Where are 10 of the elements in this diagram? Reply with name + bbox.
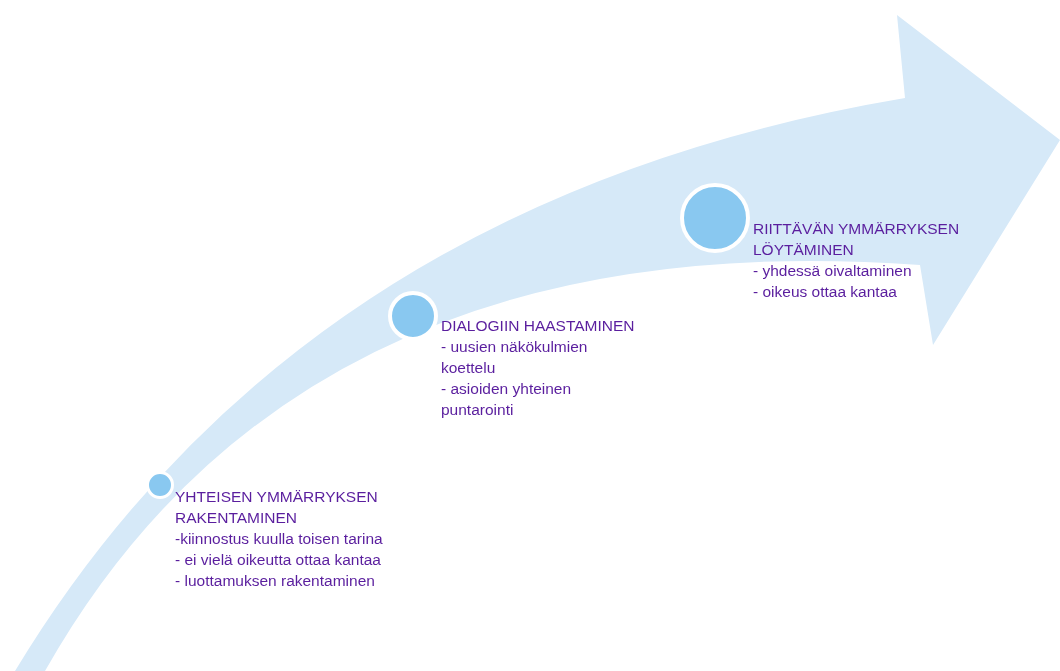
bullet-text: - asioiden yhteinen puntarointi <box>441 379 573 420</box>
bullet-text: - oikeus ottaa kantaa <box>753 282 898 302</box>
bullet-text: -kiinnostus kuulla toisen tarina <box>175 529 384 549</box>
bullet-text: - yhdessä oivaltaminen <box>753 261 913 281</box>
bullet-text: - ei vielä oikeutta ottaa kantaa <box>175 550 382 570</box>
bullet-text: - luottamuksen rakentaminen <box>175 571 376 591</box>
stage-heading: YHTEISEN YMMÄRRYKSEN RAKENTAMINEN <box>175 487 379 528</box>
bullet-text: - uusien näkökulmien koettelu <box>441 337 589 378</box>
stage-heading: RIITTÄVÄN YMMÄRRYKSEN LÖYTÄMINEN <box>753 219 961 260</box>
stage-heading: DIALOGIIN HAASTAMINEN <box>441 316 636 336</box>
